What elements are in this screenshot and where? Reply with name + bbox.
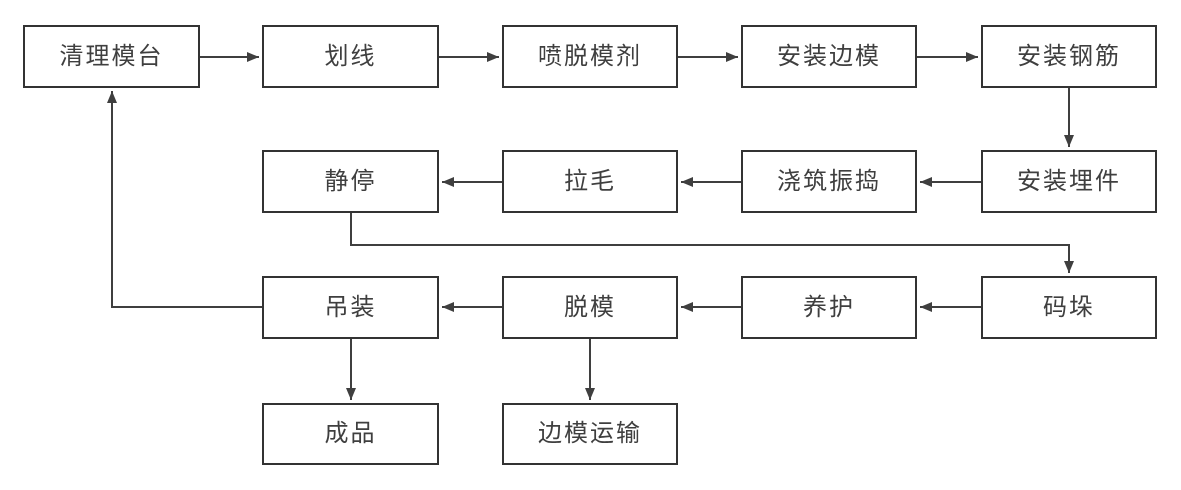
flow-node-label: 边模运输 <box>538 420 642 447</box>
flow-edge-hoisting-to-clean-mold-table <box>107 91 262 308</box>
flow-node-spray-release-agent: 喷脱模剂 <box>502 25 678 88</box>
flow-node-roughen-surface: 拉毛 <box>502 150 678 213</box>
flow-node-install-rebar: 安装钢筋 <box>981 25 1157 88</box>
flow-node-label: 静停 <box>324 167 377 195</box>
flow-node-label: 养护 <box>803 293 855 321</box>
flow-node-label: 划线 <box>324 42 377 70</box>
flow-node-scribe-lines: 划线 <box>262 25 439 88</box>
flow-node-label: 拉毛 <box>564 167 616 195</box>
flow-node-finished-product: 成品 <box>262 403 439 465</box>
flow-node-label: 脱模 <box>564 293 616 321</box>
flow-node-demolding: 脱模 <box>502 276 678 339</box>
flow-node-install-embedded-parts: 安装埋件 <box>981 150 1157 213</box>
flow-node-pour-and-vibrate: 浇筑振捣 <box>741 150 917 213</box>
flow-node-hoisting: 吊装 <box>262 276 439 339</box>
flow-node-label: 喷脱模剂 <box>538 42 642 70</box>
flow-node-label: 清理模台 <box>59 42 164 70</box>
flow-node-label: 吊装 <box>324 293 377 321</box>
flow-node-label: 安装边模 <box>777 42 881 70</box>
flow-edge-static-rest-to-stacking <box>350 213 1074 273</box>
flow-node-install-side-forms: 安装边模 <box>741 25 917 88</box>
flow-node-clean-mold-table: 清理模台 <box>23 25 200 88</box>
flow-node-label: 码垛 <box>1043 293 1095 321</box>
flow-node-stacking: 码垛 <box>981 276 1157 339</box>
flow-node-label: 安装埋件 <box>1017 167 1121 195</box>
flow-node-side-form-transport: 边模运输 <box>502 403 678 465</box>
flow-node-label: 安装钢筋 <box>1017 42 1121 70</box>
flow-node-static-rest: 静停 <box>262 150 439 213</box>
flow-node-label: 浇筑振捣 <box>777 167 881 195</box>
flow-node-curing: 养护 <box>741 276 917 339</box>
flow-node-label: 成品 <box>324 420 377 447</box>
